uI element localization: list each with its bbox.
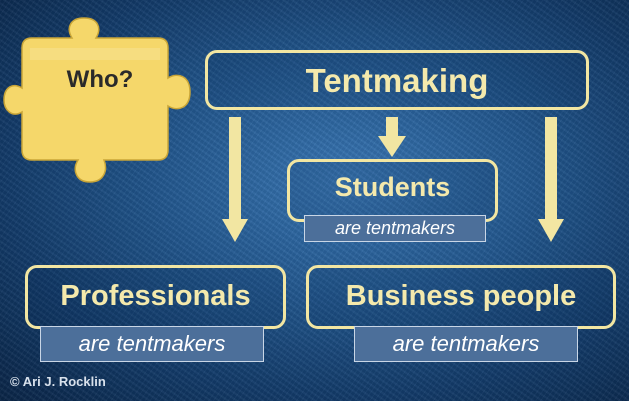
arrow-to-students [378,117,406,157]
puzzle-piece-icon [3,17,191,183]
arrow-to-business [538,117,564,242]
business-tag: are tentmakers [354,326,578,362]
business-title: Business people [345,280,577,312]
students-box: Students [287,159,498,222]
puzzle-label: Who? [66,66,134,93]
business-box: Business people [306,265,616,329]
tentmaking-title: Tentmaking [305,62,489,99]
professionals-tag: are tentmakers [40,326,264,362]
arrow-to-professionals [222,117,248,242]
students-tag: are tentmakers [304,215,486,242]
tentmaking-box: Tentmaking [205,50,589,110]
copyright-credit: © Ari J. Rocklin [10,374,106,389]
puzzle-highlight [30,48,160,60]
professionals-box: Professionals [25,265,286,329]
students-title: Students [334,172,451,202]
professionals-title: Professionals [60,280,251,312]
